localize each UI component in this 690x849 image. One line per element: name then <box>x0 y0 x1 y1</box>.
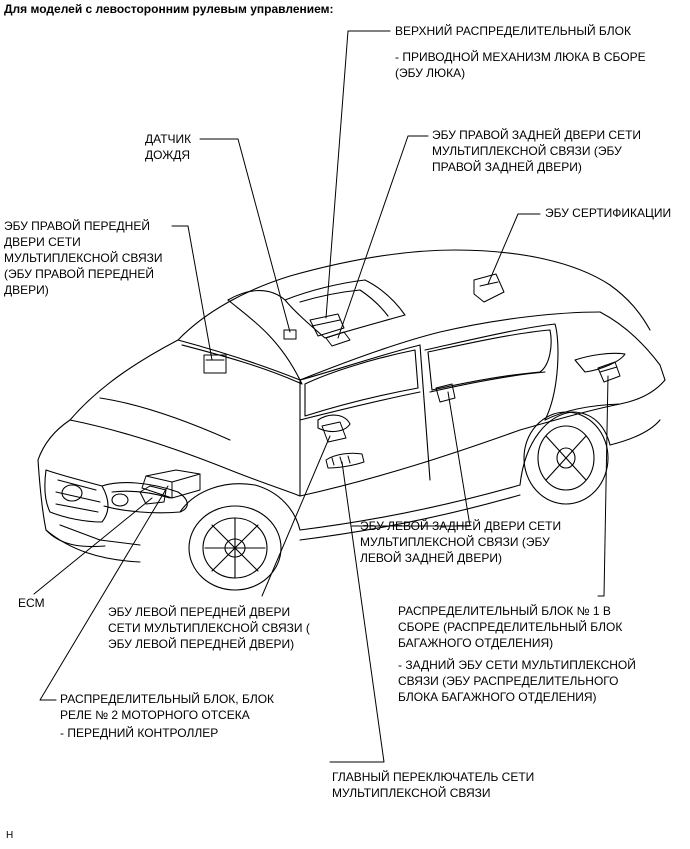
luggage-jb-label-line2: СБОРЕ (РАСПРЕДЕЛИТЕЛЬНЫЙ БЛОК <box>398 620 623 634</box>
rf-door-ecu-label-line2: ДВЕРИ СЕТИ <box>4 235 81 249</box>
lr-door-ecu-label-line3: ЛЕВОЙ ЗАДНЕЙ ДВЕРИ) <box>360 551 502 565</box>
lr-door-ecu-label-line1: ЭБУ ЛЕВОЙ ЗАДНЕЙ ДВЕРИ СЕТИ <box>360 519 562 533</box>
rf-door-ecu-label-line1: ЭБУ ПРАВОЙ ПЕРЕДНЕЙ <box>4 219 150 233</box>
luggage-jb-label-line4: - ЗАДНИЙ ЭБУ СЕТИ МУЛЬТИПЛЕКСНОЙ <box>398 658 636 672</box>
rr-door-ecu-label-line1: ЭБУ ПРАВОЙ ЗАДНЕЙ ДВЕРИ СЕТИ <box>432 128 642 142</box>
luggage-jb-label-line6: БЛОКА БАГАЖНОГО ОТДЕЛЕНИЯ) <box>398 690 597 704</box>
main-switch-label-line2: МУЛЬТИПЛЕКСНОЙ СВЯЗИ <box>332 786 491 800</box>
lf-door-ecu-label-line2: СЕТИ МУЛЬТИПЛЕКСНОЙ СВЯЗИ ( <box>108 621 310 635</box>
lf-door-ecu-label-line1: ЭБУ ЛЕВОЙ ПЕРЕДНЕЙ ДВЕРИ <box>108 605 291 619</box>
upper-jb-label-line2: - ПРИВОДНОЙ МЕХАНИЗМ ЛЮКА В СБОРЕ <box>395 50 646 64</box>
rr-door-ecu-label-line2: МУЛЬТИПЛЕКСНОЙ СВЯЗИ (ЭБУ <box>432 144 622 158</box>
cert-ecu-label: ЭБУ СЕРТИФИКАЦИИ <box>545 206 672 220</box>
luggage-jb-label-line1: РАСПРЕДЕЛИТЕЛЬНЫЙ БЛОК № 1 В <box>398 604 611 618</box>
rr-door-ecu-label-line3: ПРАВОЙ ЗАДНЕЙ ДВЕРИ) <box>432 160 582 174</box>
rf-door-ecu-label-line3: МУЛЬТИПЛЕКСНОЙ СВЯЗИ <box>4 251 163 265</box>
rain-sensor-label-line2: ДОЖДЯ <box>145 148 191 162</box>
upper-jb-label-line1: ВЕРХНИЙ РАСПРЕДЕЛИТЕЛЬНЫЙ БЛОК <box>395 24 632 38</box>
engine-jb-label-line3: - ПЕРЕДНИЙ КОНТРОЛЛЕР <box>60 726 219 740</box>
upper-jb-label-line3: (ЭБУ ЛЮКА) <box>395 66 466 80</box>
engine-jb-label-line2: РЕЛЕ № 2 МОТОРНОГО ОТСЕКА <box>60 708 250 722</box>
components <box>139 273 621 505</box>
rf-door-ecu-label-line5: ДВЕРИ) <box>4 283 49 297</box>
footer-mark: H <box>6 830 14 841</box>
diagram-title: Для моделей с левосторонним рулевым упра… <box>4 2 334 16</box>
engine-jb-label-line1: РАСПРЕДЕЛИТЕЛЬНЫЙ БЛОК, БЛОК <box>60 692 275 706</box>
rain-sensor-label-line1: ДАТЧИК <box>145 132 192 146</box>
main-switch-label-line1: ГЛАВНЫЙ ПЕРЕКЛЮЧАТЕЛЬ СЕТИ <box>332 770 535 784</box>
leader-lines <box>33 30 609 763</box>
ecm-label: ECM <box>18 596 45 610</box>
car-body-outline <box>37 249 666 591</box>
lf-door-ecu-label-line3: ЭБУ ЛЕВОЙ ПЕРЕДНЕЙ ДВЕРИ) <box>108 637 295 651</box>
rf-door-ecu-label-line4: (ЭБУ ПРАВОЙ ПЕРЕДНЕЙ <box>4 267 154 281</box>
lr-door-ecu-label-line2: МУЛЬТИПЛЕКСНОЙ СВЯЗИ (ЭБУ <box>360 535 550 549</box>
luggage-jb-label-line5: СВЯЗИ (ЭБУ РАСПРЕДЕЛИТЕЛЬНОГО <box>398 674 619 688</box>
luggage-jb-label-line3: БАГАЖНОГО ОТДЕЛЕНИЯ) <box>398 636 554 650</box>
